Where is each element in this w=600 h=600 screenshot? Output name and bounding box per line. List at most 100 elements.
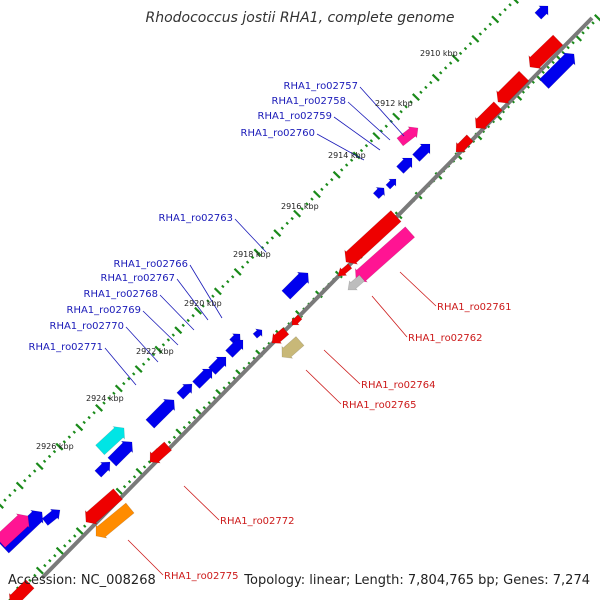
tick-upper [312, 190, 321, 199]
gene-magenta[interactable] [396, 126, 419, 147]
gene-label-forward: RHA1_ro02757 [284, 81, 359, 92]
gene-reverse[interactable] [271, 327, 290, 344]
gene-reverse[interactable] [84, 488, 124, 525]
tick-upper [265, 241, 270, 245]
label-leader-line [333, 116, 381, 151]
tick-upper [35, 462, 44, 471]
gene-magenta[interactable] [0, 513, 30, 548]
label-leader-line [189, 264, 223, 319]
tick-upper [451, 54, 460, 63]
label-leader-line [323, 349, 361, 385]
gene-forward[interactable] [192, 368, 213, 389]
tick-upper [3, 498, 7, 502]
tick-upper [201, 304, 205, 308]
tick-upper [339, 168, 344, 172]
tick-upper [399, 109, 403, 114]
tick-upper [379, 129, 383, 133]
tick-upper [233, 267, 242, 276]
tick-upper [23, 479, 27, 483]
gene-label-forward: RHA1_ro02759 [258, 111, 333, 122]
gene-reverse[interactable] [528, 34, 564, 70]
gene-label-forward: RHA1_ro02766 [114, 259, 189, 270]
tick-upper [95, 403, 104, 412]
genes-layer [0, 5, 576, 600]
label-leader-line [183, 485, 220, 521]
gene-cyan[interactable] [95, 426, 125, 456]
tick-upper [369, 139, 374, 143]
tick-upper [72, 430, 76, 434]
tick-lower [142, 465, 147, 469]
gene-forward[interactable] [107, 440, 134, 467]
gene-forward[interactable] [538, 52, 576, 90]
tick-lower [147, 460, 152, 464]
gene-forward[interactable] [208, 356, 227, 375]
gene-label-forward: RHA1_ro02768 [84, 289, 159, 300]
scale-label: 2910 kbp [420, 49, 458, 58]
label-leader-line [305, 369, 342, 405]
gene-forward[interactable] [534, 5, 549, 20]
gene-forward[interactable] [94, 461, 111, 478]
tick-upper [310, 197, 314, 201]
tick-upper [273, 229, 282, 238]
gene-forward[interactable] [412, 143, 431, 162]
tick-upper [458, 51, 463, 56]
label-leader-line [142, 310, 179, 346]
tick-upper [194, 306, 203, 315]
gene-forward[interactable] [372, 187, 385, 200]
tick-upper [231, 275, 235, 279]
tick-lower [167, 440, 172, 444]
tick-upper [127, 377, 131, 381]
tick-lower [73, 534, 77, 538]
gene-reverse[interactable] [149, 441, 173, 464]
label-leader-line [316, 133, 365, 161]
gene-reverse[interactable] [474, 101, 503, 130]
tick-lower [75, 527, 84, 536]
gene-forward[interactable] [281, 271, 310, 300]
scale-label: 2916 kbp [281, 202, 319, 211]
tick-upper [250, 255, 255, 260]
tick-upper [52, 449, 57, 454]
tick-upper [404, 105, 408, 109]
label-leader-line [104, 347, 137, 386]
gene-label-forward: RHA1_ro02763 [159, 213, 234, 224]
gene-khaki[interactable] [281, 336, 305, 359]
tick-upper [483, 27, 487, 31]
gene-label-reverse: RHA1_ro02761 [437, 302, 512, 313]
gene-forward[interactable] [176, 383, 193, 400]
tick-upper [409, 100, 413, 104]
gene-forward[interactable] [385, 178, 397, 190]
tick-lower [546, 65, 550, 70]
tick-upper [191, 313, 195, 318]
gene-label-forward: RHA1_ro02758 [272, 96, 347, 107]
gene-orange[interactable] [95, 502, 135, 539]
gene-reverse[interactable] [337, 263, 353, 277]
tick-upper [32, 469, 37, 473]
tick-upper [174, 326, 183, 335]
tick-lower [551, 60, 555, 65]
tick-upper [293, 209, 302, 218]
gene-forward[interactable] [145, 398, 176, 429]
gene-magenta[interactable] [354, 226, 416, 283]
gene-reverse[interactable] [8, 579, 35, 600]
gene-reverse[interactable] [496, 70, 530, 104]
tick-lower [207, 401, 211, 405]
gene-forward[interactable] [252, 328, 263, 339]
scale-label: 2914 kbp [328, 151, 366, 160]
scale-label: 2922 kbp [136, 347, 174, 356]
gene-forward[interactable] [396, 157, 413, 174]
gene-forward[interactable] [41, 508, 61, 526]
gene-forward[interactable] [225, 339, 244, 358]
gene-reverse[interactable] [291, 314, 303, 326]
label-leader-line [359, 86, 405, 137]
gene-reverse[interactable] [344, 210, 402, 265]
gene-grey[interactable] [347, 274, 366, 291]
gene-reverse[interactable] [455, 134, 474, 153]
label-leader-line [127, 539, 164, 576]
label-leader-line [125, 326, 159, 363]
tick-upper [55, 442, 64, 451]
tick-upper [161, 343, 166, 347]
label-leader-line [347, 101, 391, 141]
tick-upper [13, 488, 17, 493]
label-leader-line [234, 218, 267, 253]
tick-upper [305, 202, 309, 206]
